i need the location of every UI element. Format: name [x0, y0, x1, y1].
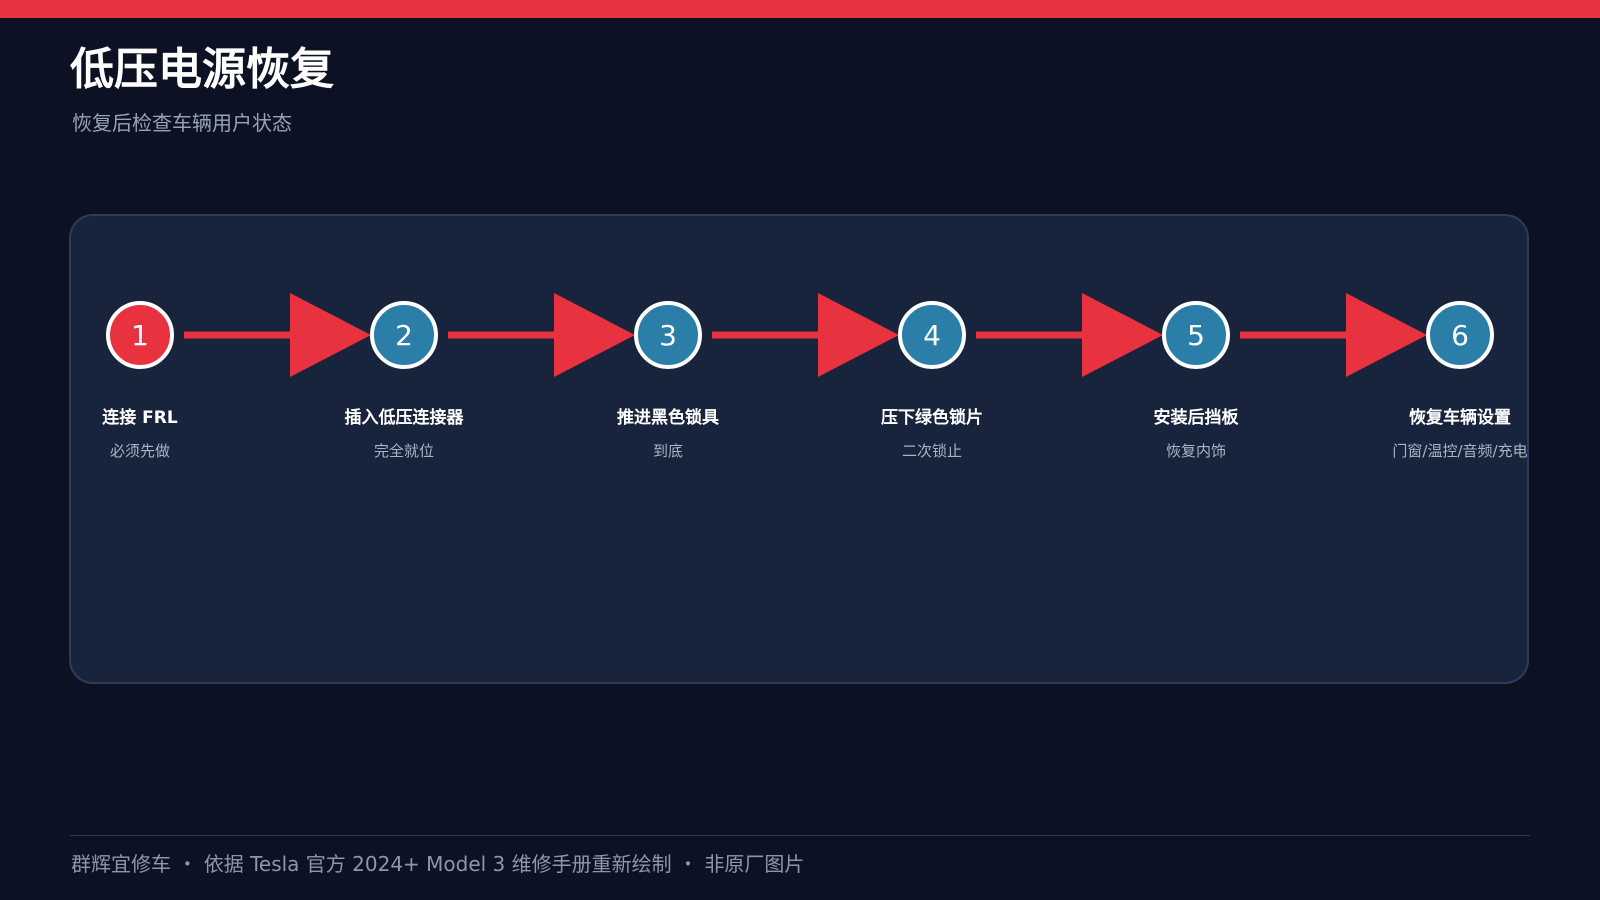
step-desc-6: 门窗/温控/音频/充电 [1392, 442, 1528, 460]
arrow-head-3 [818, 293, 899, 377]
step-label-5: 安装后挡板 [1153, 408, 1239, 428]
step-node-2 [370, 301, 438, 369]
arrow-head-5 [1346, 293, 1427, 377]
step-label-4: 压下绿色锁片 [881, 408, 983, 428]
step-node-3 [634, 301, 702, 369]
step-desc-5: 恢复内饰 [1165, 442, 1226, 460]
step-node-5 [1162, 301, 1230, 369]
arrow-head-4 [1082, 293, 1163, 377]
step-number-3: 3 [659, 319, 677, 352]
step-text-2: 插入低压连接器 完全就位 [304, 404, 504, 462]
step-label-1: 连接 FRL [102, 408, 178, 428]
footer-credit: 群辉宜修车 ・ 依据 Tesla 官方 2024+ Model 3 维修手册重新… [71, 852, 805, 876]
flow-panel [69, 214, 1529, 684]
arrow-head-2 [554, 293, 635, 377]
step-text-1: 连接 FRL 必须先做 [40, 404, 240, 462]
step-desc-1: 必须先做 [109, 442, 170, 460]
arrow-head-1 [290, 293, 371, 377]
step-label-2: 插入低压连接器 [344, 408, 464, 428]
step-text-6: 恢复车辆设置 门窗/温控/音频/充电 [1360, 404, 1560, 462]
step-label-3: 推进黑色锁具 [617, 408, 719, 428]
step-number-6: 6 [1451, 319, 1469, 352]
step-number-5: 5 [1187, 319, 1205, 352]
step-number-2: 2 [395, 319, 413, 352]
footer-divider [70, 835, 1530, 836]
page-title: 低压电源恢复 [70, 44, 334, 95]
step-node-4 [898, 301, 966, 369]
step-label-6: 恢复车辆设置 [1409, 408, 1511, 428]
step-node-6 [1426, 301, 1494, 369]
step-number-1: 1 [131, 319, 149, 352]
top-accent-bar [0, 0, 1600, 18]
step-desc-2: 完全就位 [373, 442, 434, 460]
step-text-3: 推进黑色锁具 到底 [568, 404, 768, 462]
step-desc-3: 到底 [652, 442, 683, 460]
step-node-1 [106, 301, 174, 369]
page-subtitle: 恢复后检查车辆用户状态 [72, 111, 292, 135]
step-number-4: 4 [923, 319, 941, 352]
step-text-5: 安装后挡板 恢复内饰 [1096, 404, 1296, 462]
step-text-4: 压下绿色锁片 二次锁止 [832, 404, 1032, 462]
step-desc-4: 二次锁止 [901, 442, 962, 460]
